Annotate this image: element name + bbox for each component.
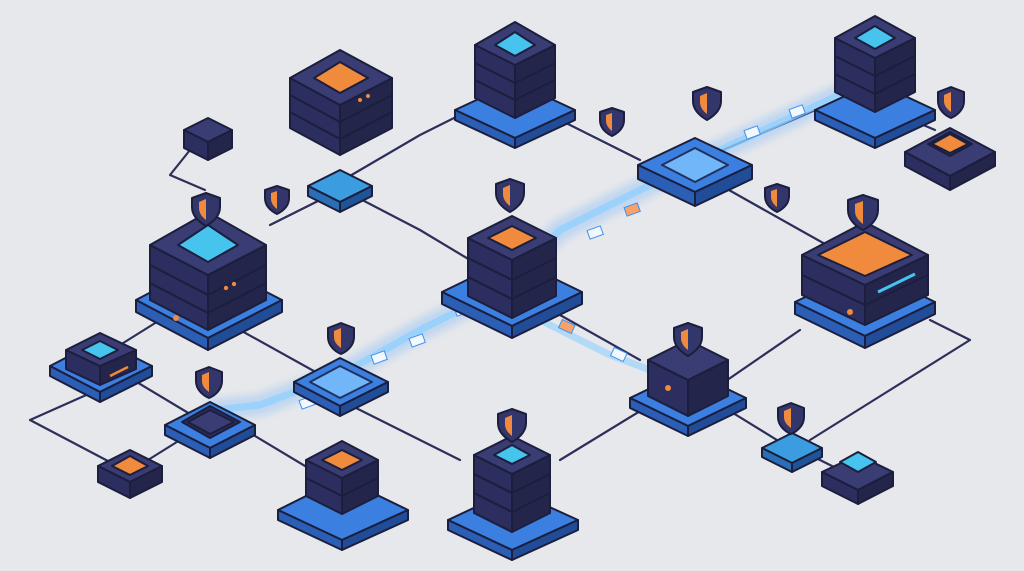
switch-small-right[interactable] bbox=[761, 432, 823, 473]
envelope-icon bbox=[586, 225, 604, 240]
firewall-box[interactable] bbox=[629, 339, 747, 437]
switch-mid[interactable] bbox=[293, 357, 389, 417]
switch-hub-lower[interactable] bbox=[164, 401, 256, 459]
envelope-icon bbox=[408, 333, 426, 348]
server-stack-top-center[interactable] bbox=[454, 21, 576, 149]
link-server-right-large-to-small-switch-right bbox=[808, 318, 972, 442]
link-server-center-to-firewall bbox=[558, 313, 642, 362]
router-box-right-bottom[interactable] bbox=[821, 451, 894, 505]
link-small-box-to-server-left-large bbox=[168, 148, 207, 192]
security-shields bbox=[191, 86, 965, 443]
router-tile-bottom-left[interactable] bbox=[97, 449, 163, 499]
switch-hub-top[interactable] bbox=[637, 137, 753, 207]
router-box-right-top[interactable] bbox=[904, 127, 996, 191]
envelope-icon bbox=[788, 104, 806, 119]
envelope-icon bbox=[370, 350, 388, 365]
server-stack-bottom-center[interactable] bbox=[447, 435, 579, 561]
link-server-left-large-to-small-left-box bbox=[118, 318, 162, 347]
router-small-top-left[interactable] bbox=[183, 117, 233, 161]
server-stack-top-right[interactable] bbox=[814, 15, 936, 149]
envelope-icon bbox=[623, 202, 641, 217]
server-stack-bottom-left[interactable] bbox=[277, 440, 409, 551]
switch-small-left[interactable] bbox=[307, 169, 373, 213]
link-firewall-to-server-right-large bbox=[718, 328, 802, 387]
envelope-icon bbox=[743, 125, 761, 140]
link-left-switch-to-server-center bbox=[341, 188, 472, 262]
link-firewall-to-server-bottom-center bbox=[558, 403, 652, 462]
envelope-icon bbox=[609, 346, 628, 363]
server-stack-left-large[interactable] bbox=[135, 211, 283, 351]
router-small-left[interactable] bbox=[49, 332, 153, 403]
server-stack-center[interactable] bbox=[441, 215, 583, 339]
server-stack-top-left[interactable] bbox=[289, 49, 393, 156]
server-stack-right-large[interactable] bbox=[794, 221, 936, 349]
envelope-icon bbox=[557, 318, 576, 335]
